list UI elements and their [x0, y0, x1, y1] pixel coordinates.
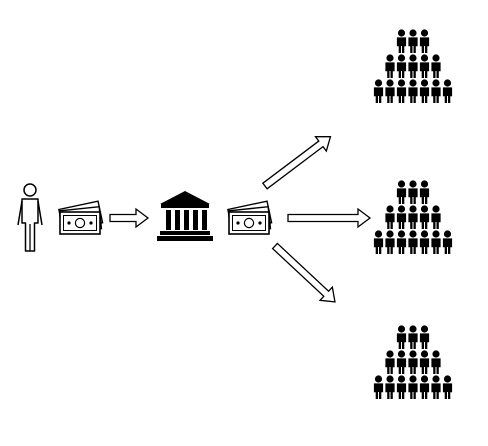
- person-icon: [408, 350, 418, 374]
- person-icon: [431, 375, 441, 399]
- person-icon: [419, 54, 430, 78]
- person-icon: [431, 230, 441, 254]
- person-icon: [408, 375, 418, 399]
- arrow-up-right-icon: [258, 128, 337, 194]
- banknote-stack-icon: [227, 200, 273, 235]
- borrower-group-bottom: [373, 325, 453, 399]
- person-icon: [408, 180, 418, 204]
- person-icon: [385, 350, 395, 374]
- person-icon: [396, 350, 407, 374]
- person-icon: [396, 375, 407, 399]
- person-icon: [373, 230, 384, 254]
- person-icon: [419, 180, 430, 204]
- person-icon: [408, 79, 418, 103]
- person-icon: [419, 350, 430, 374]
- bank-building-icon: [157, 191, 213, 241]
- arrow-right-icon: [109, 208, 149, 228]
- person-icon: [385, 54, 395, 78]
- person-icon: [385, 205, 395, 229]
- person-icon: [396, 79, 407, 103]
- person-icon: [419, 205, 430, 229]
- person-icon: [419, 230, 430, 254]
- person-icon: [431, 79, 441, 103]
- person-icon: [396, 29, 407, 53]
- person-icon: [385, 375, 395, 399]
- person-icon: [408, 54, 418, 78]
- person-icon: [408, 230, 418, 254]
- person-icon: [396, 325, 407, 349]
- banknote-stack-icon: [58, 200, 104, 235]
- person-icon: [396, 230, 407, 254]
- person-icon: [419, 325, 430, 349]
- person-icon: [408, 205, 418, 229]
- arrow-down-right-icon: [268, 238, 342, 310]
- arrow-right-icon: [287, 208, 371, 228]
- person-icon: [373, 79, 384, 103]
- person-icon: [431, 205, 441, 229]
- borrower-group-top: [373, 29, 453, 103]
- person-icon: [385, 230, 395, 254]
- person-icon: [419, 79, 430, 103]
- person-icon: [385, 79, 395, 103]
- person-icon: [396, 205, 407, 229]
- person-icon: [408, 29, 418, 53]
- person-outline-icon: [17, 183, 43, 252]
- person-icon: [442, 230, 453, 254]
- borrower-group-middle: [373, 180, 453, 254]
- person-icon: [396, 180, 407, 204]
- person-icon: [442, 375, 453, 399]
- person-icon: [431, 54, 441, 78]
- person-icon: [419, 375, 430, 399]
- person-icon: [373, 375, 384, 399]
- person-icon: [396, 54, 407, 78]
- person-icon: [442, 79, 453, 103]
- person-icon: [431, 350, 441, 374]
- person-icon: [419, 29, 430, 53]
- borrower-groups: [373, 29, 453, 399]
- person-icon: [408, 325, 418, 349]
